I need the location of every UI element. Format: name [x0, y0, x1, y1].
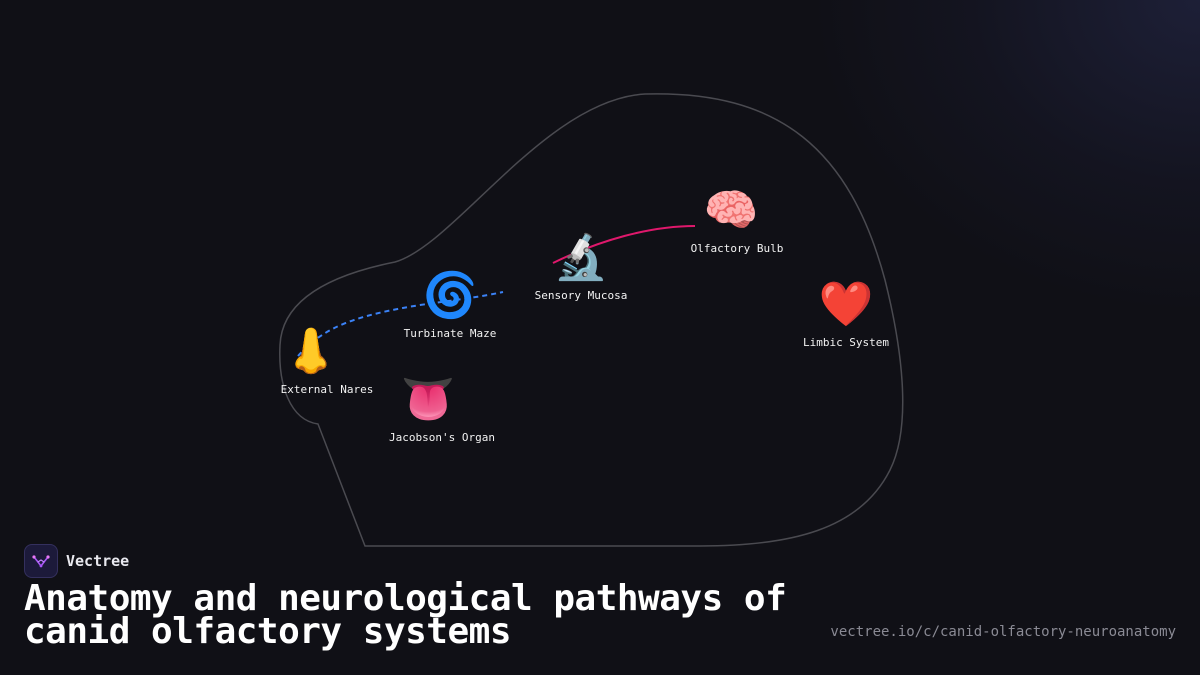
source-url[interactable]: vectree.io/c/canid-olfactory-neuroanatom… — [830, 624, 1176, 640]
heart-icon: ❤️ — [818, 279, 874, 330]
brand[interactable]: Vectree — [24, 544, 129, 578]
vectree-logo-icon — [24, 544, 58, 578]
node-olfactory-bulb[interactable]: 🧠 Olfactory Bulb — [690, 186, 784, 256]
brand-name: Vectree — [66, 552, 130, 570]
page-title: Anatomy and neurological pathways of can… — [24, 578, 787, 652]
brain-icon: 🧠 — [703, 185, 759, 236]
node-label: Limbic System — [802, 336, 890, 349]
node-label: Jacobson's Organ — [389, 431, 495, 444]
node-label: Sensory Mucosa — [534, 289, 628, 302]
node-limbic-system[interactable]: ❤️ Limbic System — [802, 279, 890, 350]
nose-icon: 👃 — [283, 326, 339, 377]
node-sensory-mucosa[interactable]: 🔬 Sensory Mucosa — [534, 232, 628, 303]
microscope-icon: 🔬 — [553, 232, 609, 283]
head-outline — [279, 93, 904, 547]
node-jacobsons-organ[interactable]: 👅 Jacobson's Organ — [389, 375, 495, 445]
node-label: Turbinate Maze — [403, 327, 497, 340]
node-external-nares[interactable]: 👃 External Nares — [280, 327, 374, 397]
node-label: Olfactory Bulb — [690, 242, 784, 255]
node-turbinate-maze[interactable]: 🌀 Turbinate Maze — [403, 270, 497, 341]
cyclone-icon: 🌀 — [422, 270, 478, 321]
neural-path — [552, 225, 696, 264]
tongue-icon: 👅 — [400, 374, 456, 425]
node-label: External Nares — [280, 383, 374, 396]
